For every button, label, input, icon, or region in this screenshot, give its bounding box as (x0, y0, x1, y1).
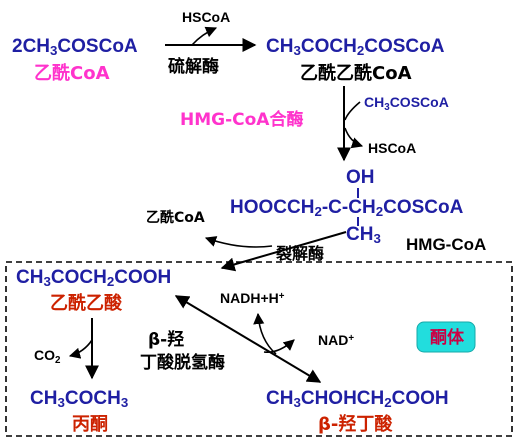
lyase-byproduct-acetyl-coa: 乙酰CoA (146, 209, 205, 226)
synthase-substrate-in-curve (344, 101, 361, 121)
acetoacetate-formula: CH3COCH2COOH (16, 267, 171, 289)
text-run: CH (346, 224, 373, 245)
subscript: 3 (50, 43, 57, 58)
lyase-enzyme-label: 裂解酶 (275, 244, 324, 263)
ketone-bodies-label: 酮体 (430, 327, 465, 348)
thiolase-byproduct-arrow (191, 26, 218, 46)
acetoacetate-name: 乙酰乙酸 (50, 292, 123, 314)
acetyl-coa-name: 乙酰CoA (34, 62, 110, 84)
nadh-cofactor-arrow (253, 312, 277, 355)
superscript: + (348, 333, 354, 344)
text-run: COSCoA (383, 197, 464, 218)
subscript: 2 (314, 204, 321, 219)
subscript: 3 (121, 395, 128, 410)
dehydrogenase-label-line2: 丁酸脱氢酶 (140, 352, 225, 373)
synthase-substrate-ch3coscoa: CH3COSCoA (364, 94, 449, 113)
text-run: HOOCCH (230, 197, 314, 218)
nadh-label: NADH+H+ (220, 290, 285, 306)
thiolase-byproduct-hscoa: HSCoA (182, 9, 230, 25)
subscript: 2 (357, 43, 364, 58)
text-run: CH (266, 36, 293, 57)
text-run: COOH (392, 388, 449, 409)
acetoacetyl-coa-name: 乙酰乙酰CoA (300, 62, 412, 84)
lyase-arrow (220, 231, 347, 272)
subscript: 3 (293, 395, 300, 410)
text-run: CO (34, 347, 55, 363)
subscript: 3 (43, 274, 50, 289)
subscript: 2 (384, 395, 391, 410)
text-run: COSCoA (57, 36, 138, 57)
text-run: COSCoA (364, 36, 445, 57)
ketone-bodies-badge (416, 321, 476, 353)
subscript: 3 (57, 395, 64, 410)
superscript: + (279, 291, 285, 302)
text-run: NADH+H (220, 290, 279, 306)
synthase-byproduct-hscoa: HSCoA (368, 140, 416, 156)
text-run: CH (364, 94, 384, 110)
text-run: CH (266, 388, 293, 409)
text-run: NAD (318, 332, 348, 348)
text-run: COCH (301, 36, 357, 57)
subscript: 3 (293, 43, 300, 58)
text-run: CH (16, 267, 43, 288)
dehydrogenase-label-line1: β-羟 (148, 329, 184, 350)
text-run: COSCoA (390, 94, 449, 110)
thiolase-enzyme-label: 硫解酶 (168, 56, 219, 77)
acetone-formula: CH3COCH3 (30, 388, 128, 410)
hmg-coa-synthase-label: HMG-CoA合酶 (180, 109, 303, 130)
text-run: COOH (114, 267, 171, 288)
text-run: CH (30, 388, 57, 409)
hmg-coa-name: HMG-CoA (406, 235, 486, 254)
subscript: 2 (107, 274, 114, 289)
acetoacetyl-coa-formula: CH3COCH2COSCoA (266, 36, 445, 58)
text-run: 2CH (12, 36, 50, 57)
text-run: CHOHCH (301, 388, 384, 409)
text-run: -C-CH (322, 197, 376, 218)
hydroxybutyrate-name: β-羟丁酸 (318, 413, 393, 435)
hmg-methyl-group: CH3 (346, 224, 381, 246)
co2-release-arrow (68, 339, 93, 359)
lyase-byproduct-arrow (204, 236, 273, 248)
hmg-coa-chain-formula: HOOCCH2-C-CH2COSCoA (230, 197, 464, 219)
hmg-oh-group: OH (346, 167, 375, 188)
ketone-bodies-dashed-box (5, 261, 513, 437)
dehydrogenase-reversible-arrow (174, 295, 322, 383)
subscript: 3 (384, 102, 390, 113)
co2-label: CO2 (34, 347, 61, 366)
subscript: 2 (55, 355, 61, 366)
subscript: 3 (373, 231, 380, 246)
acetyl-coa-reactant-formula: 2CH3COSCoA (12, 36, 138, 58)
hydroxybutyrate-formula: CH3CHOHCH2COOH (266, 388, 449, 410)
nad-cofactor-arrow (263, 339, 295, 354)
text-run: COCH (65, 388, 121, 409)
acetone-name: 丙酮 (72, 414, 108, 435)
synthase-byproduct-arrow (344, 127, 364, 149)
nad-label: NAD+ (318, 332, 354, 348)
subscript: 2 (376, 204, 383, 219)
text-run: COCH (51, 267, 107, 288)
